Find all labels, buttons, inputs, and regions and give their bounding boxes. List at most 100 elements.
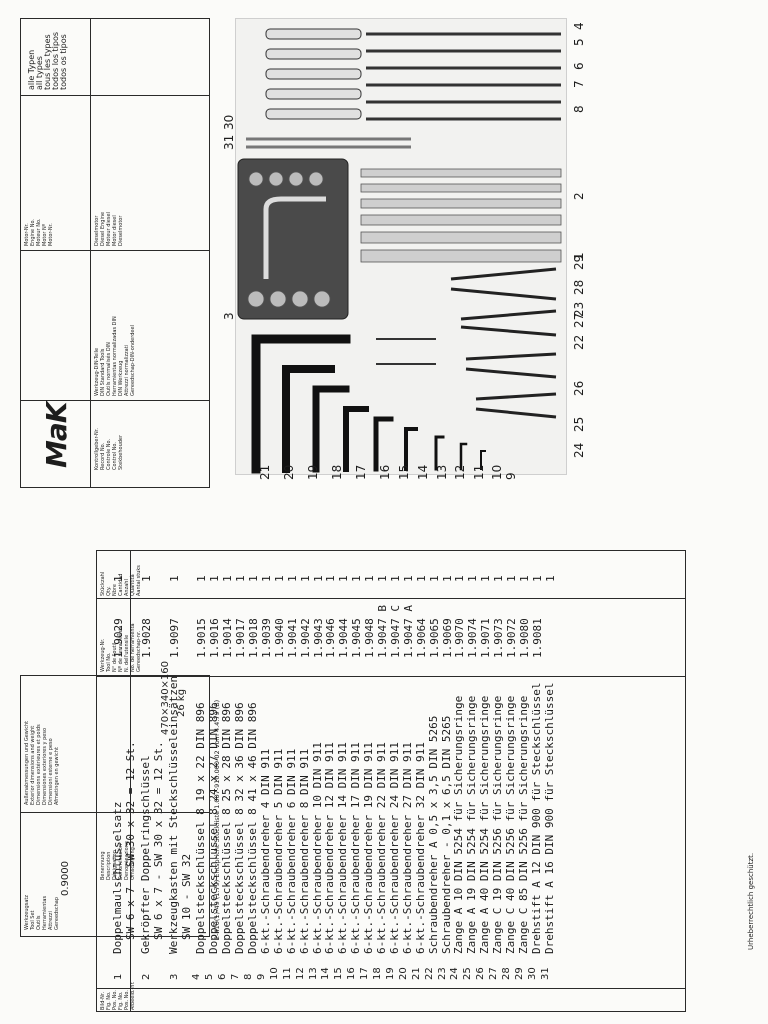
row-part-no: 1.9047 B [376,605,389,658]
title-block-frame [20,18,210,488]
callout-number: 7 [572,80,586,88]
row-part-no: 1.9046 [324,618,338,658]
parts-table-frame [96,550,686,1012]
row-description: 6-kt.-Schraubendreher 5 DIN 911 [271,748,285,954]
row-part-no: 1.9043 [311,618,325,658]
row-qty: 1 [427,575,441,582]
callout-number: 2 [572,192,586,200]
row-pos: 22 [423,967,435,980]
row-qty: 1 [208,575,222,582]
row-description: 6-kt.-Schraubendreher 12 DIN 911 [323,742,337,954]
row-description: Drehstift A 12 DIN 900 für Steckschlüsse… [529,682,543,954]
callout-number: 9 [504,472,518,480]
tool-set-photo [235,18,567,475]
row-pos: 23 [436,967,448,980]
row-pos: 13 [307,967,319,980]
callout-number: 27 [572,312,586,328]
row-part-no: 1.9073 [492,618,506,658]
callout-number: 19 [306,464,320,480]
row-part-no: 1.9072 [505,618,518,658]
row-pos: 20 [397,967,409,980]
row-part-no: 1.9064 [414,618,428,658]
row-qty: 1 [388,575,402,582]
dims-value: 470×340×160 [160,660,171,735]
row-pos: 26 [475,967,487,980]
row-pos: 8 [243,973,254,980]
row-part-no: 1.9042 [298,618,312,658]
callout-number: 13 [435,464,449,480]
row-part-no: 1.9028 [139,618,153,658]
row-part-no: 1.9080 [517,618,531,658]
callout-number: 8 [572,105,586,113]
callout-number: 10 [490,464,504,480]
row-description: Doppelsteckschlüssel 8 32 x 36 DIN 896 [233,702,247,954]
callout-number: 25 [572,416,586,432]
row-qty: 1 [376,575,389,582]
title-divider-1 [20,95,210,96]
row-description: Zange C 40 DIN 5256 für Sicherungsringe [504,695,517,954]
callout-number: 30 [222,114,236,130]
callout-number: 11 [472,464,486,480]
row-pos: 5 [204,973,216,980]
callout-number: 3 [222,312,236,320]
row-qty: 1 [259,575,273,582]
row-pos: 2 [140,973,152,980]
title-divider-2 [20,250,210,251]
row-description: 6-kt.-Schraubendreher 6 DIN 911 [284,748,298,954]
row-pos: 17 [359,967,371,980]
row-qty: 1 [324,575,338,582]
callout-number: 29 [572,254,586,270]
label-line: Gereedschap-DIN-onderdeel [130,325,136,396]
row-qty: 1 [530,575,544,582]
col-divider-part-qty [96,598,686,599]
row-part-no: 1.9047 C [388,605,402,658]
row-description: Doppelsteckschlüssel 8 41 x 46 DIN 896 [246,702,259,954]
callout-number: 6 [572,62,586,70]
callout-number: 20 [282,464,296,480]
row-description: Drehstift A 16 DIN 900 für Steckschlüsse… [542,682,556,954]
row-qty: 1 [517,575,531,582]
row-part-no: 1.9018 [247,618,260,658]
weight-block-frame [20,675,210,937]
copyright-note: Urheberrechtlich geschützt. [747,852,755,950]
row-description: 6-kt.-Schraubendreher 32 DIN 911 [413,742,427,954]
row-qty: 1 [139,575,153,582]
row-pos: 4 [191,973,203,980]
row-part-no: 1.9016 [208,618,222,658]
weight-value: 0.9000 [60,861,71,896]
row-qty: 1 [401,575,415,582]
weight-block-divider [20,812,210,813]
tool-set-illustration [237,28,562,474]
row-qty: 1 [492,575,506,582]
row-description: 6-kt.-Schraubendreher 19 DIN 911 [362,742,376,954]
row-description: Doppelsteckschlüssel 8 25 x 28 DIN 896 [220,702,234,954]
row-description: Zange C 19 DIN 5256 für Sicherungsringe [491,695,505,954]
row-qty: 1 [363,575,377,582]
label-line: Dieselmotor [118,215,124,246]
row-pos: 16 [346,967,358,980]
row-description: 6-kt.-Schraubendreher 10 DIN 911 [310,742,324,954]
row-qty: 1 [221,575,235,582]
row-qty: 1 [195,575,209,582]
row-part-no: 1.9045 [350,618,364,658]
row-description: Schraubendreher A 0,5 x 3,5 DIN 5265 [426,715,440,954]
label-line: todos os tipos [59,34,68,90]
row-qty: 1 [167,575,181,582]
row-description: 6-kt.-Schraubendreher 14 DIN 911 [336,742,350,954]
callout-number: 4 [572,22,586,30]
doc-reference: 2-410(1)-49 (1.79) Entspricht Stückliste… [213,699,221,940]
row-description: 6-kt.-Schraubendreher 4 DIN 911 [258,748,272,954]
row-qty: 1 [234,575,248,582]
label-line: Afbeeld.-nr. [130,981,136,1010]
row-pos: 28 [501,967,512,980]
callout-number: 14 [416,464,430,480]
row-qty: 1 [112,575,125,582]
callout-number: 21 [258,464,272,480]
row-part-no: 1.9048 [363,618,377,658]
row-pos: 6 [217,973,229,980]
row-qty: 1 [479,575,493,582]
